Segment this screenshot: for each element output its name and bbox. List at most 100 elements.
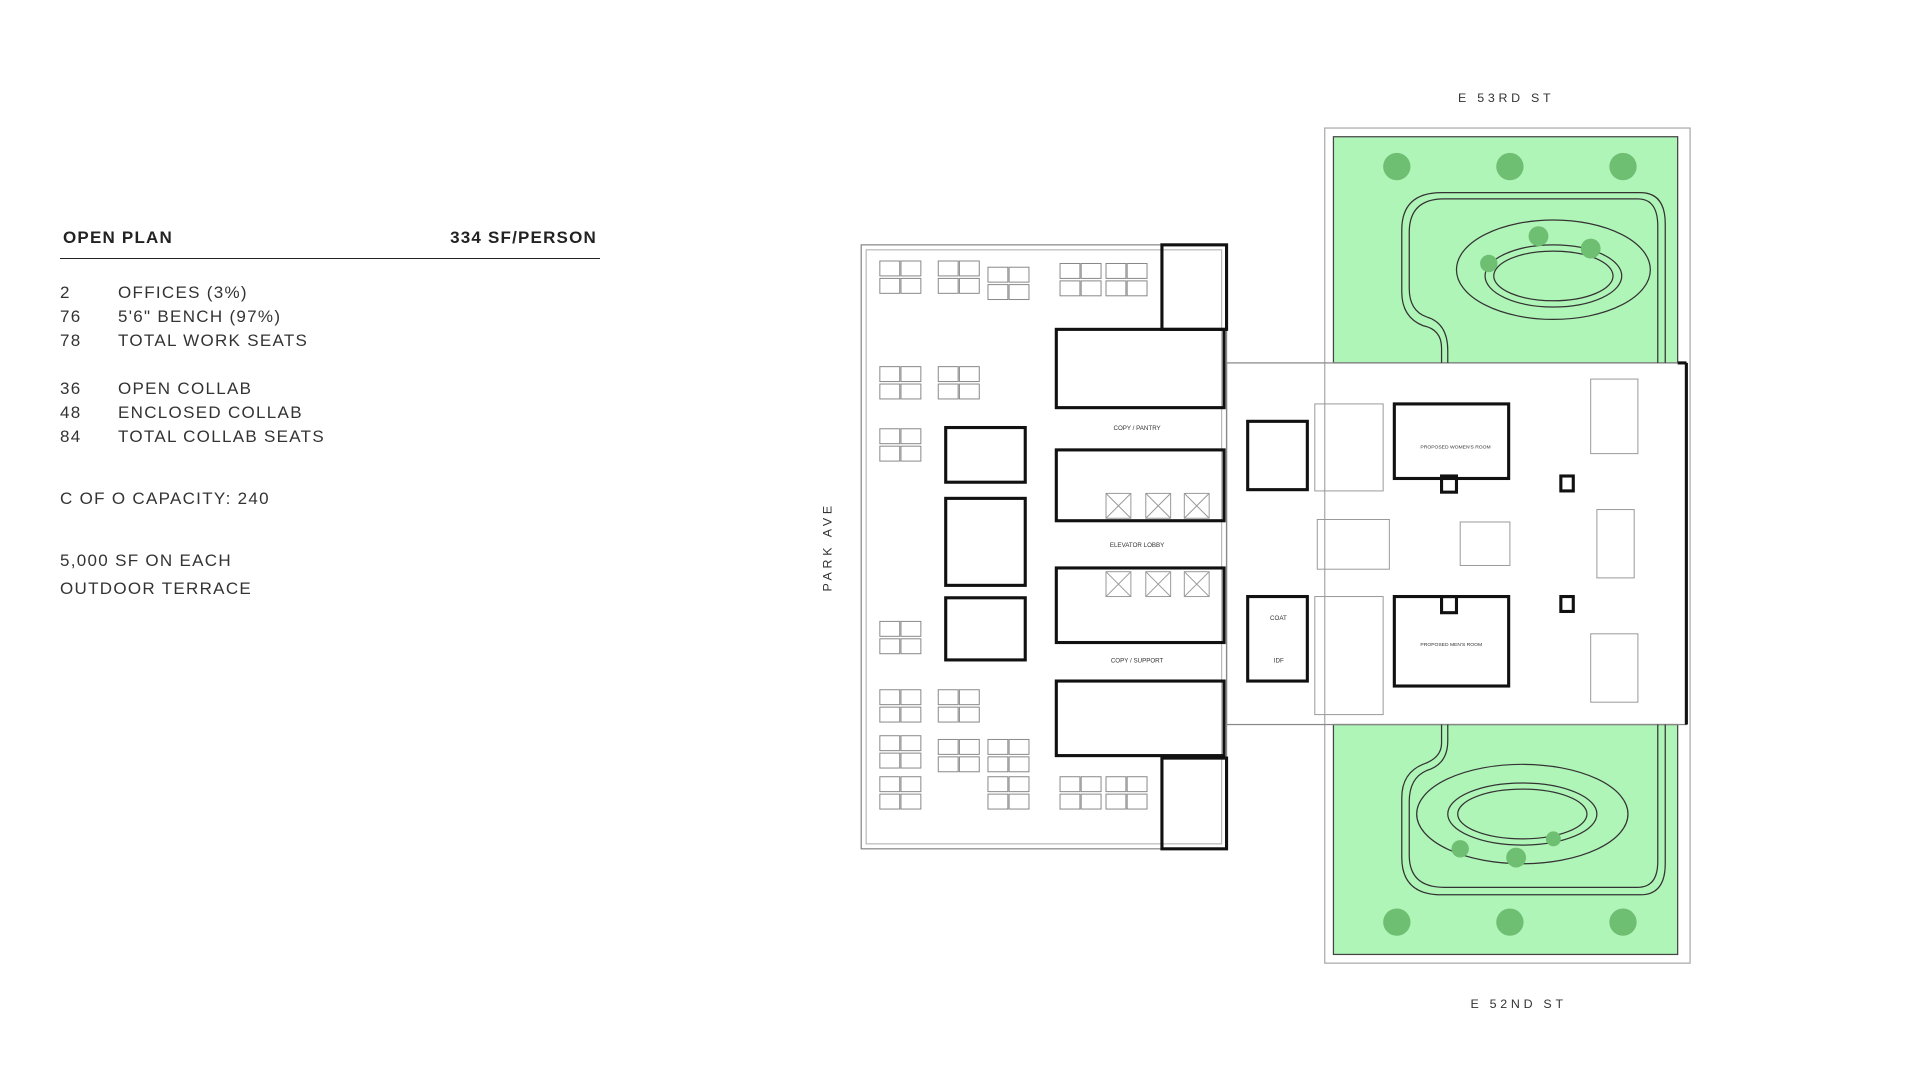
desk <box>879 638 901 655</box>
desk <box>879 735 901 752</box>
terrace-note: 5,000 SF ON EACH OUTDOOR TERRACE <box>60 547 600 603</box>
desk <box>900 735 922 752</box>
desk <box>1059 793 1081 810</box>
desk <box>900 776 922 793</box>
desk <box>987 284 1009 301</box>
desk <box>1008 738 1030 755</box>
desk <box>1008 776 1030 793</box>
desk <box>958 383 980 400</box>
desk <box>1105 793 1127 810</box>
desk <box>900 638 922 655</box>
desk <box>900 366 922 383</box>
desk <box>900 793 922 810</box>
desk <box>937 383 959 400</box>
room-label: PROPOSED MEN'S ROOM <box>1420 642 1482 648</box>
desk <box>937 738 959 755</box>
desk <box>900 277 922 294</box>
desk <box>900 428 922 445</box>
stat-count: 76 <box>60 307 82 326</box>
stat-label: TOTAL COLLAB SEATS <box>118 427 325 446</box>
stat-count: 48 <box>60 403 82 422</box>
desk <box>900 706 922 723</box>
stat-count: 36 <box>60 379 82 398</box>
room-label: COPY / PANTRY <box>1113 425 1160 432</box>
desk <box>879 260 901 277</box>
space-summary-panel: OPEN PLAN 334 SF/PERSON 2 OFFICES (3%) 76… <box>60 228 600 603</box>
desk <box>900 620 922 637</box>
stat-row: 2 OFFICES (3%) <box>60 283 600 307</box>
desk <box>900 689 922 706</box>
desk <box>879 776 901 793</box>
desk <box>1008 284 1030 301</box>
desk <box>879 620 901 637</box>
desk <box>958 366 980 383</box>
desk <box>879 383 901 400</box>
desk <box>1126 776 1148 793</box>
desk <box>1008 793 1030 810</box>
desk <box>937 260 959 277</box>
stat-count: 2 <box>60 283 71 302</box>
desk <box>1059 776 1081 793</box>
desk <box>1126 262 1148 279</box>
street-label-west: PARK AVE <box>820 502 834 591</box>
desk <box>937 706 959 723</box>
desk <box>1105 776 1127 793</box>
terrace-line: OUTDOOR TERRACE <box>60 579 253 598</box>
desk <box>1080 262 1102 279</box>
tree-icon <box>1383 908 1411 936</box>
desk <box>958 706 980 723</box>
stat-label: TOTAL WORK SEATS <box>118 331 309 350</box>
stat-row: 78 TOTAL WORK SEATS <box>60 331 600 355</box>
desk <box>958 260 980 277</box>
desk <box>1059 262 1081 279</box>
plan-title: OPEN PLAN <box>63 228 173 247</box>
desk <box>879 752 901 769</box>
density-value: 334 SF/PERSON <box>450 228 597 247</box>
desk <box>879 445 901 462</box>
room-label: COPY / SUPPORT <box>1111 657 1164 664</box>
desk <box>879 428 901 445</box>
desk <box>937 277 959 294</box>
stat-row: 48 ENCLOSED COLLAB <box>60 403 600 427</box>
desk <box>1080 776 1102 793</box>
desk <box>958 277 980 294</box>
desk <box>958 738 980 755</box>
stat-count: 78 <box>60 331 82 350</box>
desk <box>987 793 1009 810</box>
stat-label: OFFICES (3%) <box>118 283 248 302</box>
room-label: IDF <box>1274 657 1284 664</box>
desk <box>900 383 922 400</box>
desk <box>987 776 1009 793</box>
desk <box>937 756 959 773</box>
stat-row: 76 5'6" BENCH (97%) <box>60 307 600 331</box>
desk <box>1059 280 1081 297</box>
desk <box>879 366 901 383</box>
stat-label: 5'6" BENCH (97%) <box>118 307 282 326</box>
desk <box>1126 280 1148 297</box>
capacity-text: C OF O CAPACITY: 240 <box>60 489 270 508</box>
room-label: COAT <box>1270 615 1287 622</box>
desk <box>879 793 901 810</box>
desk <box>1105 262 1127 279</box>
desk <box>1080 280 1102 297</box>
desk <box>900 445 922 462</box>
stat-label: ENCLOSED COLLAB <box>118 403 303 422</box>
desk <box>987 266 1009 283</box>
room-label: PROPOSED WOMEN'S ROOM <box>1420 445 1490 451</box>
desk <box>879 689 901 706</box>
tree-icons <box>1383 152 1637 936</box>
desk <box>987 756 1009 773</box>
tree-icon <box>1609 152 1637 181</box>
tree-icon <box>1496 908 1524 936</box>
desk <box>879 706 901 723</box>
desk <box>958 756 980 773</box>
tree-icon <box>1496 152 1524 181</box>
summary-header: OPEN PLAN 334 SF/PERSON <box>60 228 600 259</box>
desk <box>1008 266 1030 283</box>
street-label-north: E 53RD ST <box>1458 91 1554 105</box>
desk <box>937 689 959 706</box>
